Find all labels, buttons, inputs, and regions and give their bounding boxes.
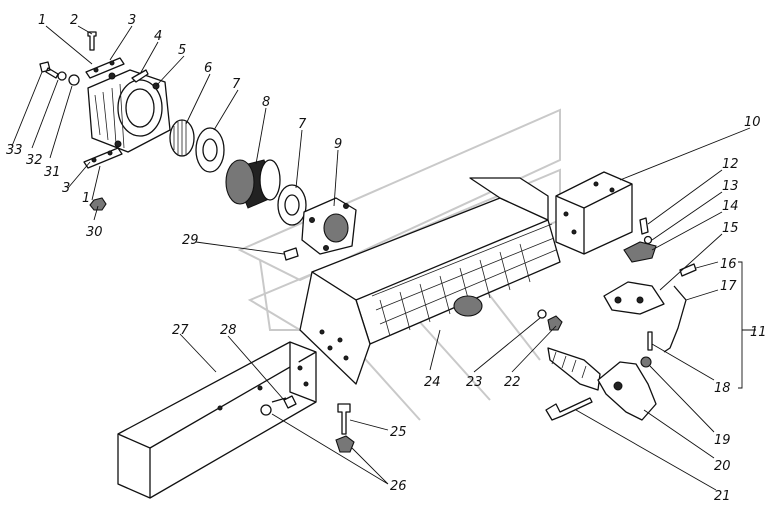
callout-21: 21: [714, 489, 731, 504]
bolt-part-25: [337, 403, 351, 435]
callout-30: 30: [86, 225, 103, 240]
callout-15: 15: [722, 221, 739, 236]
callout-33: 33: [6, 143, 23, 158]
washer-part-31: [68, 74, 80, 86]
bolt-part-21: [545, 397, 593, 421]
leader-lines: [11, 25, 756, 491]
bearing-part-6: [169, 119, 195, 157]
callout-1-top: 1: [38, 13, 46, 28]
callout-28: 28: [220, 323, 237, 338]
washer-part-26-upper: [260, 404, 272, 416]
flange-part-9: [301, 197, 357, 255]
callout-22: 22: [504, 375, 521, 390]
main-beam-part-24: [299, 177, 561, 385]
callout-13: 13: [722, 179, 739, 194]
callout-32: 32: [26, 153, 43, 168]
bolt-part-12: [639, 217, 649, 235]
callout-31: 31: [44, 165, 61, 180]
nut-part-22: [547, 315, 563, 331]
washer-part-32: [57, 71, 67, 81]
nut-part-19: [640, 356, 652, 368]
washer-part-23: [537, 309, 547, 319]
washer-part-13: [643, 235, 653, 245]
callout-18: 18: [714, 381, 731, 396]
callout-29: 29: [182, 233, 199, 248]
nut-part-30: [89, 197, 107, 211]
callout-labels: 1 2 3 4 5 6 7 8 7 9 10 12 13 14 15 16 17…: [6, 13, 767, 504]
latch-part-14: [623, 241, 657, 263]
clamp-plate-lower: [83, 147, 123, 169]
callout-19: 19: [714, 433, 731, 448]
bolt-part-28: [271, 395, 297, 409]
spring-pin-part-17: [663, 285, 687, 353]
callout-2: 2: [70, 13, 78, 28]
callout-16: 16: [720, 257, 737, 272]
callout-23: 23: [466, 375, 483, 390]
callout-24: 24: [424, 375, 441, 390]
pin-part-18: [647, 331, 653, 351]
plate-part-15: [603, 281, 665, 315]
callout-7-left: 7: [232, 77, 241, 92]
callout-11: 11: [750, 325, 767, 340]
callout-4: 4: [154, 29, 162, 44]
sleeve-part-8: [225, 159, 281, 209]
callout-14: 14: [722, 199, 739, 214]
callout-3-bottom: 3: [62, 181, 70, 196]
housing-part-5: [87, 69, 171, 153]
bolt-part-33: [39, 61, 59, 79]
callout-5: 5: [178, 43, 186, 58]
bolt-part-2: [87, 31, 97, 51]
callout-26: 26: [390, 479, 407, 494]
pin-part-16: [679, 263, 697, 277]
callout-12: 12: [722, 157, 739, 172]
callout-3-top: 3: [128, 13, 136, 28]
hub-assembly: [39, 31, 357, 261]
bracket-part-10: [555, 171, 633, 255]
nut-part-26-lower: [335, 435, 355, 453]
callout-1-bottom: 1: [82, 191, 90, 206]
callout-10: 10: [744, 115, 761, 130]
callout-7-right: 7: [298, 117, 307, 132]
hook-part-20: [547, 347, 657, 421]
callout-17: 17: [720, 279, 737, 294]
bolt-part-4: [131, 69, 149, 83]
fitting-part-29: [283, 247, 299, 261]
callout-8: 8: [262, 95, 270, 110]
callout-25: 25: [390, 425, 407, 440]
callout-9: 9: [334, 137, 342, 152]
callout-6: 6: [204, 61, 212, 76]
callout-20: 20: [714, 459, 731, 474]
callout-27: 27: [172, 323, 189, 338]
beam-part-27: [117, 341, 317, 499]
